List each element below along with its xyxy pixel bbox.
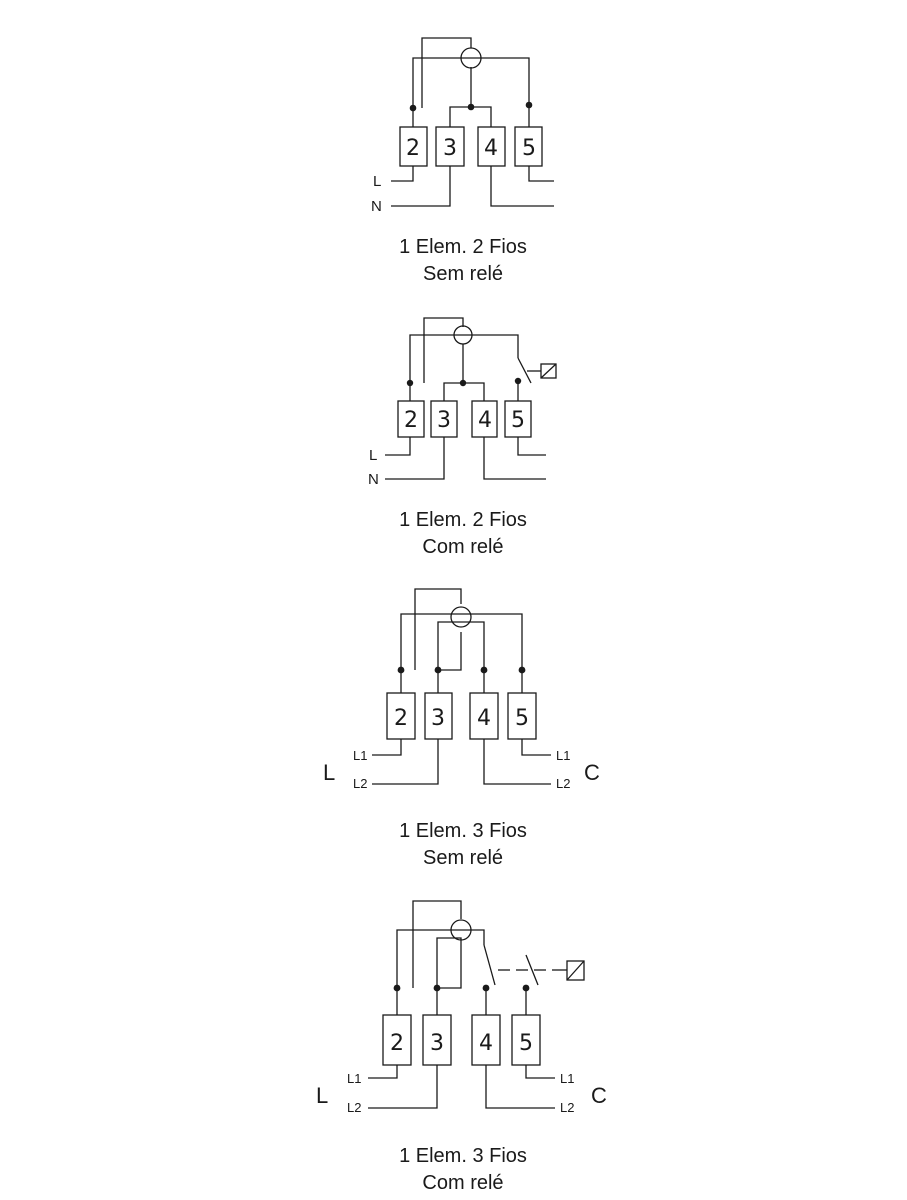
diagram-3-junction-dots [397,666,526,674]
diagram-1: 2 3 4 5 L N [371,37,554,215]
diagram-3-caption: 1 Elem. 3 Fios Sem relé [313,818,613,872]
diagram-2-caption: 1 Elem. 2 Fios Com relé [313,507,613,561]
terminal-label: 3 [431,706,445,731]
diagram-1-caption: 1 Elem. 2 Fios Sem relé [313,234,613,288]
terminal-label: 5 [522,136,536,161]
diagram-4: 2 3 4 5 L L1 L2 L1 L2 C [316,900,607,1115]
diagram-3-wires [372,588,551,785]
terminal-label: 2 [406,136,420,161]
junction-dot [397,666,405,674]
diagram-2-terminal-block: 2 3 4 5 [397,400,532,438]
terminal-label: 3 [443,136,457,161]
terminal-label: 5 [515,706,529,731]
diagram-1-terminal-block: 2 3 4 5 [399,126,543,167]
terminal-label: 4 [484,136,498,161]
diagram-4-junction-dots [393,984,530,992]
consumer-side-label: C [584,760,600,785]
terminal-label: 5 [511,408,525,433]
junction-dot [393,984,401,992]
caption-line-2: Sem relé [422,847,504,869]
junction-dot [459,379,467,387]
line-label-l2: L2 [353,776,367,791]
line-label-l1-right: L1 [556,748,570,763]
diagram-1-junction-dots [409,101,533,112]
line-label-n: N [371,198,382,215]
line-label-l: L [373,173,381,190]
junction-dot [518,666,526,674]
diagram-4-coil-symbol [450,919,472,941]
line-label-l2: L2 [347,1100,361,1115]
diagram-3-coil-symbol [450,606,472,628]
caption-line-1: 1 Elem. 2 Fios [399,509,527,531]
diagram-2-junction-dots [406,377,522,387]
diagram-2-wires [385,317,557,480]
diagram-2-coil-symbol [453,325,473,345]
junction-dot [480,666,488,674]
line-label-l1: L1 [347,1071,361,1086]
junction-dot [525,101,533,109]
junction-dot [406,379,414,387]
terminal-label: 4 [479,1031,493,1056]
line-label-l2-right: L2 [560,1100,574,1115]
diagram-4-caption: 1 Elem. 3 Fios Com relé [313,1143,613,1197]
junction-dot [409,104,417,112]
junction-dot [522,984,530,992]
junction-dot [434,666,442,674]
line-label-l1-right: L1 [560,1071,574,1086]
caption-line-1: 1 Elem. 3 Fios [399,1145,527,1167]
caption-line-2: Com relé [422,536,504,558]
terminal-label: 3 [437,408,451,433]
diagram-4-wires [368,900,585,1109]
junction-dot [482,984,490,992]
diagram-1-wires [391,37,554,207]
terminal-label: 4 [477,706,491,731]
line-label-l: L [369,447,377,464]
line-label-l2-right: L2 [556,776,570,791]
terminal-label: 5 [519,1031,533,1056]
diagram-2: 2 3 4 5 L N [368,317,557,488]
junction-dot [467,103,475,111]
terminal-label: 2 [390,1031,404,1056]
diagram-3: 2 3 4 5 L L1 L2 L1 L2 C [323,588,600,791]
line-label-l1: L1 [353,748,367,763]
junction-dot [514,377,522,385]
diagram-4-terminal-block: 2 3 4 5 [382,1014,541,1066]
caption-line-1: 1 Elem. 2 Fios [399,236,527,258]
diagram-1-coil-symbol [460,47,482,69]
junction-dot [433,984,441,992]
caption-line-1: 1 Elem. 3 Fios [399,820,527,842]
caption-line-2: Com relé [422,1172,504,1194]
load-side-label: L [323,760,335,785]
terminal-label: 2 [404,408,418,433]
terminal-label: 4 [478,408,492,433]
terminal-label: 2 [394,706,408,731]
load-side-label: L [316,1083,328,1108]
terminal-label: 3 [430,1031,444,1056]
caption-line-2: Sem relé [422,263,504,285]
line-label-n: N [368,471,379,488]
diagram-3-terminal-block: 2 3 4 5 [386,692,537,740]
consumer-side-label: C [591,1083,607,1108]
